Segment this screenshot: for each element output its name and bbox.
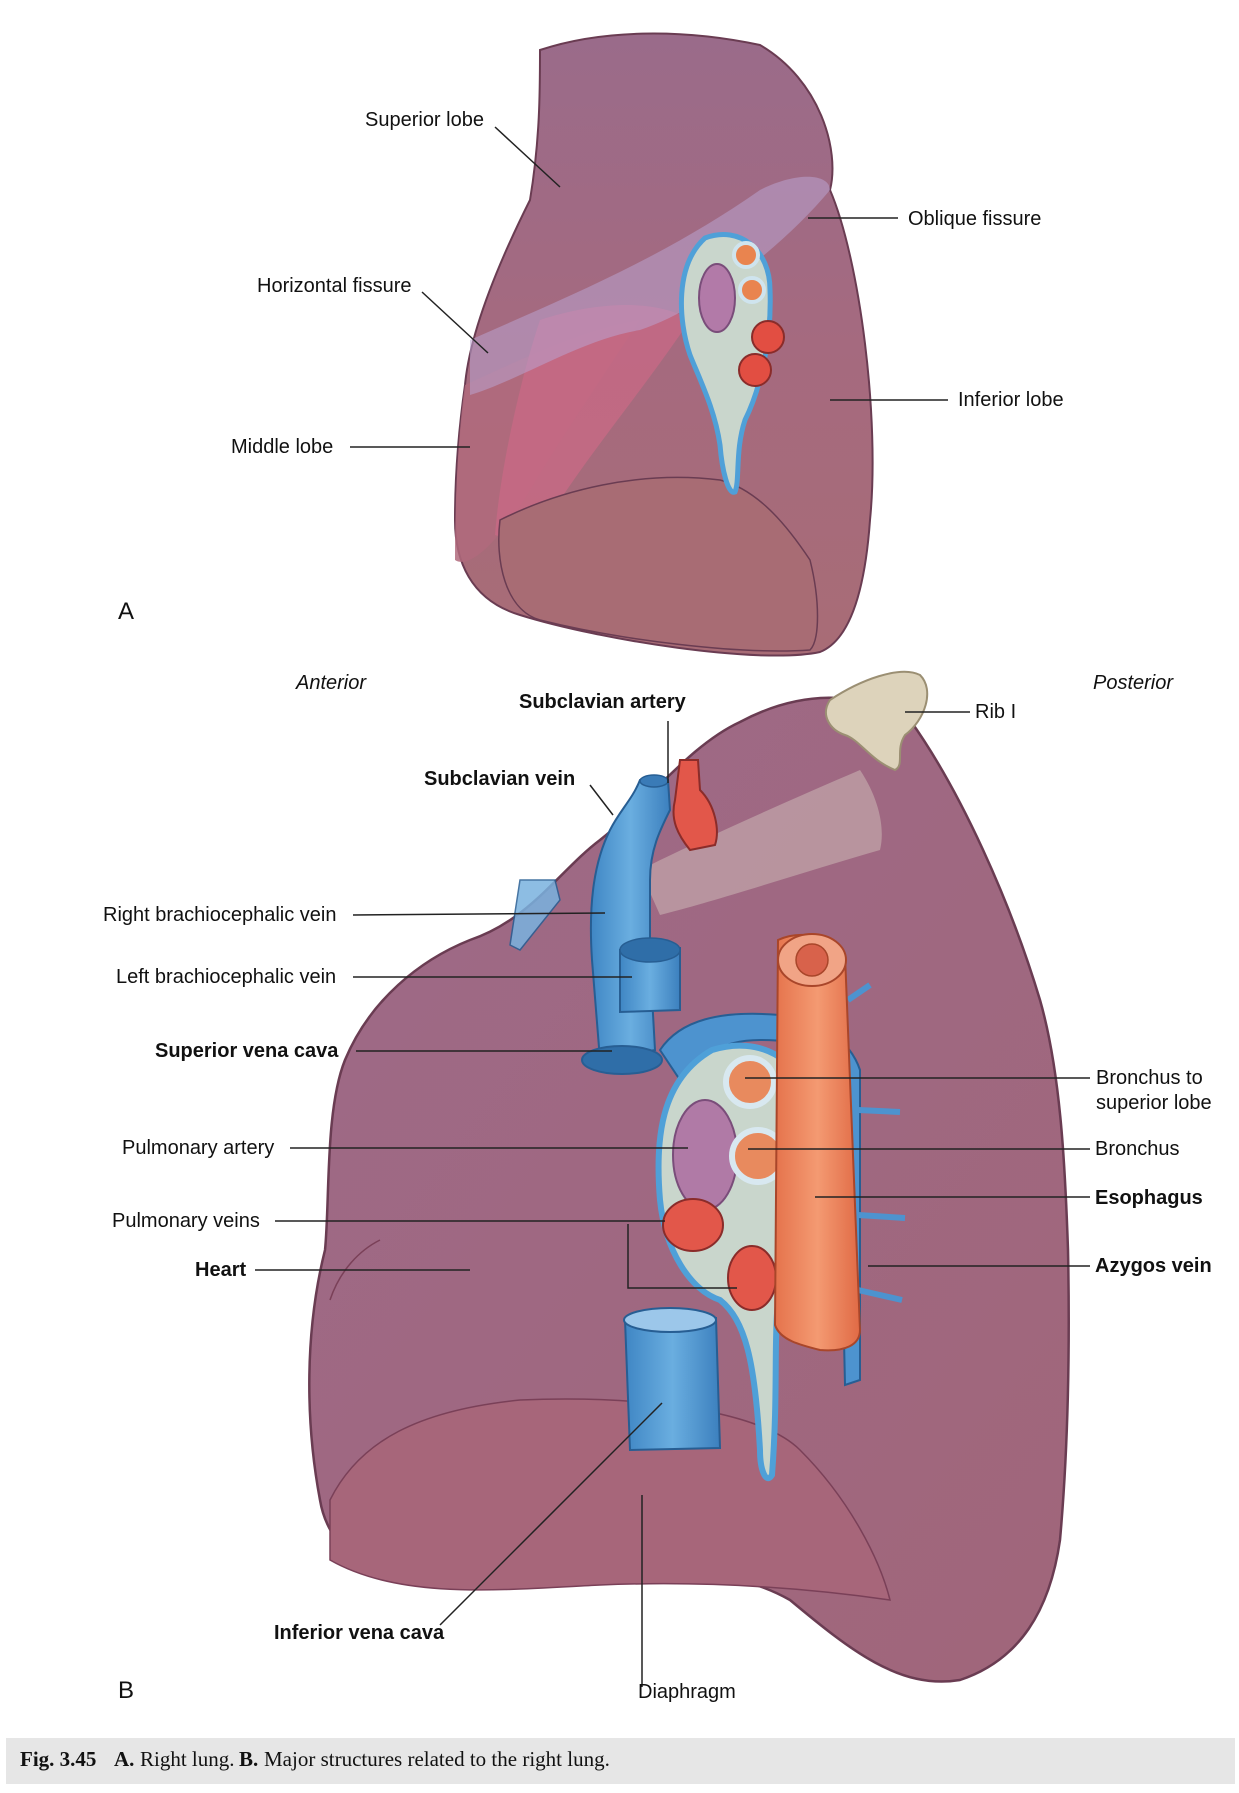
panel-label-a: A <box>118 598 135 625</box>
label-superior-lobe: Superior lobe <box>365 109 484 131</box>
pulmonary-vein-b-1 <box>662 1198 724 1252</box>
inferior-vena-cava <box>623 1316 722 1452</box>
label-inferior-lobe: Inferior lobe <box>958 389 1064 411</box>
label-heart: Heart <box>195 1259 247 1281</box>
label-right-brachiocephalic-vein: Right brachiocephalic vein <box>103 904 337 926</box>
label-rib-1: Rib I <box>975 701 1017 723</box>
right-lung-panel-b <box>308 670 1070 1683</box>
svc-opening <box>581 1045 663 1075</box>
label-subclavian-vein: Subclavian vein <box>424 768 576 790</box>
pulmonary-vein-b-2 <box>727 1245 777 1311</box>
left-brachiocephalic-end <box>619 937 681 963</box>
rib-1 <box>825 670 929 772</box>
diaphragm-surface <box>329 1398 891 1601</box>
caption-b-letter: B. <box>239 1747 259 1771</box>
panel-label-b: B <box>118 1677 135 1704</box>
pulmonary-artery-a <box>698 263 736 333</box>
label-posterior: Posterior <box>1093 672 1174 694</box>
ivc-top <box>623 1307 717 1333</box>
caption-b-text: Major structures related to the right lu… <box>264 1747 610 1771</box>
label-esophagus: Esophagus <box>1095 1187 1203 1209</box>
label-middle-lobe: Middle lobe <box>231 436 334 458</box>
figure-caption: Fig. 3.45 A. Right lung. B. Major struct… <box>6 1738 1235 1784</box>
label-bronchus-to-superior-lobe-2: superior lobe <box>1096 1092 1212 1114</box>
esophagus <box>773 934 862 1352</box>
label-subclavian-artery: Subclavian artery <box>519 691 686 713</box>
pulmonary-vein-a-1 <box>751 320 785 354</box>
label-bronchus: Bronchus <box>1095 1138 1180 1160</box>
rib-impression <box>640 770 882 915</box>
right-lung-panel-a <box>453 32 874 657</box>
label-superior-vena-cava: Superior vena cava <box>155 1040 339 1062</box>
subclavian-artery <box>672 759 718 852</box>
label-horizontal-fissure: Horizontal fissure <box>257 275 412 297</box>
caption-fig-number: Fig. 3.45 <box>20 1747 97 1771</box>
subclavian-vein-stub <box>509 879 561 951</box>
lung-a-base <box>498 476 819 652</box>
label-inferior-vena-cava: Inferior vena cava <box>274 1622 445 1644</box>
horizontal-fissure-band <box>470 176 830 395</box>
label-pulmonary-artery: Pulmonary artery <box>122 1137 275 1159</box>
label-left-brachiocephalic-vein: Left brachiocephalic vein <box>116 966 337 988</box>
bronchus-a-1 <box>732 241 760 269</box>
label-azygos-vein: Azygos vein <box>1095 1255 1212 1277</box>
bronchus-superior-lobe <box>723 1055 777 1109</box>
azygos-branches <box>846 982 906 1303</box>
pulmonary-artery-b <box>672 1099 738 1211</box>
label-diaphragm: Diaphragm <box>638 1681 736 1703</box>
label-anterior: Anterior <box>296 672 367 694</box>
leader-lines-b <box>255 711 1090 1687</box>
subclavian-vein-end <box>639 774 669 788</box>
caption-a-text: Right lung. <box>140 1747 235 1771</box>
anterior-border <box>329 1239 381 1301</box>
label-bronchus-to-superior-lobe-1: Bronchus to <box>1096 1067 1203 1089</box>
label-oblique-fissure: Oblique fissure <box>908 208 1042 230</box>
label-pulmonary-veins: Pulmonary veins <box>112 1210 260 1232</box>
leader-lines-a <box>350 126 948 448</box>
bronchus-a-2 <box>738 276 766 304</box>
caption-a-letter: A. <box>114 1747 135 1771</box>
pulmonary-vein-a-2 <box>738 353 772 387</box>
